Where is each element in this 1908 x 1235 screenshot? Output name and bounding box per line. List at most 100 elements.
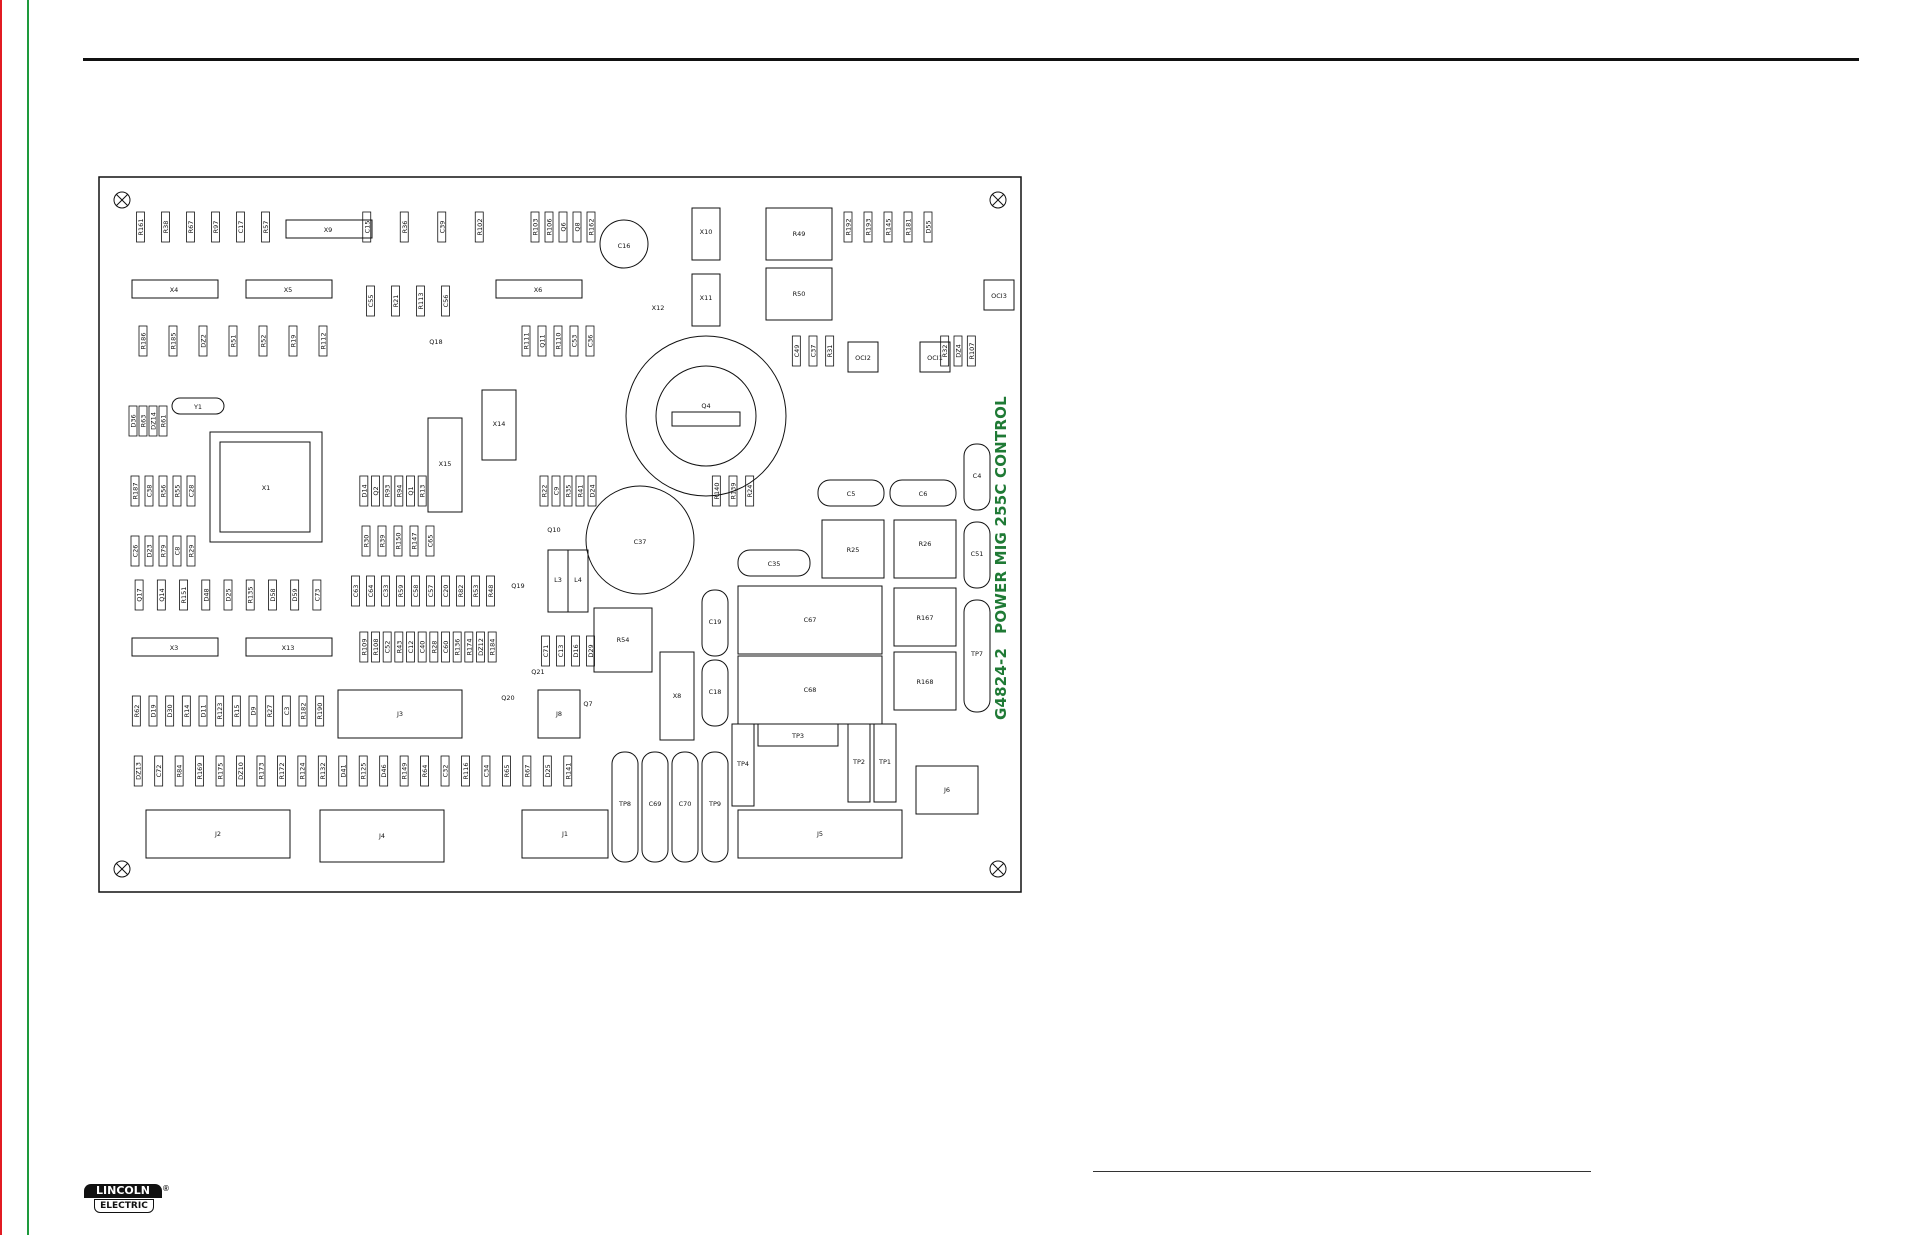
capacitor-c69	[641, 751, 669, 863]
test-point-tp1	[873, 723, 897, 803]
part-label-r56: R56	[160, 485, 168, 498]
resistor-r50	[765, 267, 833, 321]
ic-x5	[245, 279, 333, 299]
component-label-c5: C5	[847, 490, 856, 498]
ic-x3	[131, 637, 219, 657]
component-label-q10: Q10	[547, 526, 560, 534]
part-body-r19	[288, 325, 298, 357]
part-label-c3: C3	[283, 707, 291, 716]
connector-j6	[915, 765, 979, 815]
part-body-r56	[158, 475, 168, 507]
part-body-r140	[711, 475, 721, 507]
part-body-c38	[144, 475, 154, 507]
part-body-r41	[575, 475, 585, 507]
part-label-d25: D25	[225, 588, 233, 601]
part-body-r22	[539, 475, 549, 507]
part-label-r21: R21	[392, 295, 400, 308]
part-body-r82	[456, 575, 465, 607]
part-label-d46: D46	[380, 764, 388, 777]
part-label-r63: R63	[140, 415, 148, 428]
component-label-tp9: TP9	[708, 800, 721, 808]
part-body-c71	[541, 635, 550, 667]
part-body-r15	[231, 695, 241, 727]
part-label-c26: C26	[132, 545, 140, 558]
part-label-d29: D29	[587, 644, 595, 657]
part-body-r14	[181, 695, 191, 727]
part-label-c56: C56	[442, 295, 450, 308]
part-label-r27: R27	[266, 705, 274, 718]
part-label-r113: R113	[417, 293, 425, 310]
part-body-r62	[131, 695, 141, 727]
part-body-r185	[168, 325, 178, 357]
part-label-r147: R147	[411, 533, 419, 550]
part-label-r102: R102	[476, 219, 484, 236]
part-body-r102	[474, 211, 484, 243]
component-label-r167: R167	[917, 614, 934, 622]
part-label-c20: C20	[442, 585, 450, 598]
board-part-number: G4824-2	[992, 647, 1010, 720]
test-point-tp2	[847, 723, 871, 803]
part-label-r84: R84	[176, 765, 184, 778]
part-label-c72: C72	[155, 765, 163, 778]
connector-j4	[319, 809, 445, 863]
part-label-c32: C32	[442, 765, 450, 778]
part-label-c39: C39	[438, 221, 446, 234]
component-label-tp2: TP2	[852, 758, 865, 766]
part-label-r193: R193	[865, 219, 873, 236]
part-body-r21	[391, 285, 400, 317]
ic-x15	[427, 417, 463, 513]
part-label-d48: D48	[202, 588, 210, 601]
part-body-r39	[377, 525, 387, 557]
part-label-r51: R51	[230, 335, 238, 348]
part-body-c72	[154, 755, 164, 787]
part-body-r65	[502, 755, 511, 787]
part-label-d16: D16	[572, 644, 580, 657]
part-body-r172	[277, 755, 286, 787]
part-label-dz2: DZ2	[200, 334, 208, 348]
component-label-j5: J5	[816, 830, 823, 838]
part-label-r65: R65	[503, 765, 511, 778]
logo-electric: ELECTRIC	[94, 1199, 154, 1213]
connector-j3	[337, 689, 463, 739]
part-label-c17: C17	[237, 221, 245, 234]
component-label-x12: X12	[652, 304, 665, 312]
part-body-r109	[359, 631, 369, 663]
part-body-q6	[558, 211, 568, 243]
connector-j5	[737, 809, 903, 859]
part-label-c28: C28	[188, 485, 196, 498]
part-body-d24	[587, 475, 597, 507]
part-body-c8	[172, 535, 182, 567]
part-label-dz14: DZ14	[150, 412, 158, 430]
part-body-r175	[215, 755, 225, 787]
component-label-y1: Y1	[193, 403, 202, 411]
part-label-r175: R175	[217, 763, 225, 780]
part-label-r150: R150	[395, 533, 403, 550]
component-label-c6: C6	[919, 490, 928, 498]
part-label-r151: R151	[180, 587, 188, 604]
part-body-c20	[441, 575, 450, 607]
part-label-c65: C65	[427, 535, 435, 548]
component-label-x4: X4	[170, 286, 179, 294]
part-label-c60: C60	[442, 641, 450, 654]
part-label-r64: R64	[421, 765, 429, 778]
part-body-r103	[530, 211, 540, 243]
part-body-c40	[417, 631, 427, 663]
part-body-r161	[136, 211, 145, 243]
component-label-q21: Q21	[531, 668, 544, 676]
part-label-r139: R139	[730, 483, 738, 500]
part-label-c73: C73	[313, 589, 321, 602]
connector-j8	[537, 689, 581, 739]
part-body-r28	[429, 631, 439, 663]
part-label-r141: R141	[564, 763, 572, 780]
part-label-r24: R24	[746, 485, 754, 498]
part-label-c12: C12	[407, 641, 415, 654]
part-body-r149	[399, 755, 409, 787]
component-label-q18: Q18	[429, 338, 442, 346]
component-label-oci1: OCI1	[927, 354, 943, 362]
part-label-d36: D36	[130, 414, 138, 427]
part-label-d23: D23	[146, 544, 154, 557]
part-body-d25	[223, 579, 233, 611]
part-label-c52: C52	[384, 641, 392, 654]
component-label-c70: C70	[679, 800, 692, 808]
